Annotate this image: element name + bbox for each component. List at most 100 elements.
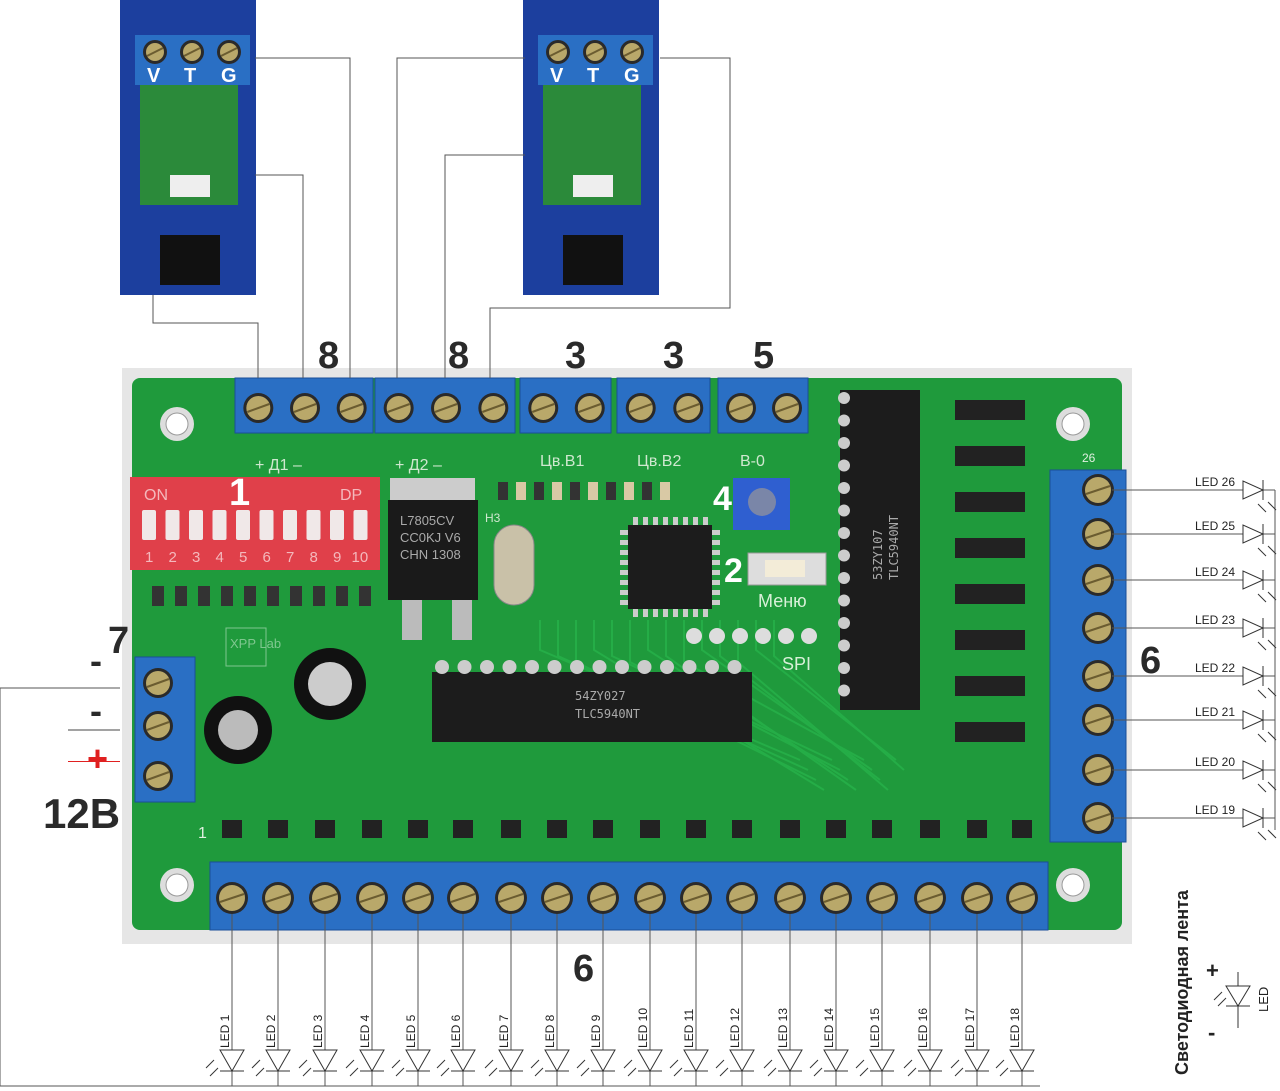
light-arrow-icon xyxy=(855,1059,865,1069)
sensor-terminal-screw-slot xyxy=(623,47,641,57)
xpp-logo-text: XPP Lab xyxy=(230,636,281,651)
mcu-pin xyxy=(712,560,720,565)
right-led-diode-icon xyxy=(1242,808,1265,828)
light-arrow-icon xyxy=(1257,547,1267,557)
bottom-terminal-screw-slot xyxy=(498,893,524,903)
bottom-terminal-screw-slot xyxy=(683,893,709,903)
chip-bottom-marking: 54ZY027 xyxy=(575,689,626,703)
dip-number: 8 xyxy=(310,549,318,566)
legend-title: Светодиодная лента xyxy=(1172,889,1192,1075)
light-arrow-icon xyxy=(436,1059,446,1069)
light-arrow-icon xyxy=(302,1067,312,1077)
bottom-led-label-group: LED 11 xyxy=(682,1009,696,1048)
dip-dp-label: DP xyxy=(340,487,362,504)
right-led-label: LED 21 xyxy=(1195,705,1235,719)
bottom-terminal-screw-slot xyxy=(450,893,476,903)
right-led-label: LED 19 xyxy=(1195,803,1235,817)
bottom-terminal-screw-slot xyxy=(1009,893,1035,903)
pcb-trace xyxy=(683,620,865,761)
light-arrow-icon xyxy=(349,1067,359,1077)
bottom-led-diode-icon xyxy=(590,1049,616,1073)
silk-spi: SPI xyxy=(782,654,811,674)
chip-pin xyxy=(838,392,850,404)
menu-button[interactable] xyxy=(747,552,827,586)
tlc5940-bottom xyxy=(432,672,752,742)
spi-pin xyxy=(732,628,748,644)
callout-d1: 8 xyxy=(318,335,340,377)
terminal-screw-slot xyxy=(387,403,411,413)
mounting-hole-inner xyxy=(1061,412,1085,436)
silk-pin1: 1 xyxy=(198,825,207,842)
bottom-terminal-screw-slot xyxy=(590,893,616,903)
right-terminal-screw-slot xyxy=(1085,813,1111,823)
chip-pin xyxy=(838,662,850,674)
chip-pin xyxy=(570,660,584,674)
light-arrow-icon xyxy=(1267,731,1277,741)
mcu-pin xyxy=(620,600,628,605)
mosfet-transistor xyxy=(872,820,892,838)
chip-pin xyxy=(838,414,850,427)
mcu-pin xyxy=(653,517,658,525)
spi-pin xyxy=(755,628,771,644)
terminal-screw-slot xyxy=(434,403,458,413)
spi-pin xyxy=(801,628,817,644)
bottom-led-diode-icon xyxy=(917,1049,943,1073)
bottom-led-diode-icon xyxy=(359,1049,385,1073)
light-arrow-icon xyxy=(1257,503,1267,513)
ground-bus-wire xyxy=(0,688,1040,1087)
legend-minus: - xyxy=(1208,1020,1215,1045)
terminal-screw-slot xyxy=(293,403,317,413)
light-arrow-icon xyxy=(763,1059,773,1069)
light-arrow-icon xyxy=(251,1059,261,1069)
bottom-terminal-screw-slot xyxy=(544,893,570,903)
mosfet-transistor xyxy=(955,630,1025,650)
pcb-trace xyxy=(773,620,905,771)
light-arrow-icon xyxy=(950,1059,960,1069)
dip-number: 5 xyxy=(239,549,247,566)
right-led-label: LED 22 xyxy=(1195,661,1235,675)
bottom-led-label-group: LED 7 xyxy=(497,1014,511,1048)
mosfet-transistor xyxy=(686,820,706,838)
bottom-terminal-screw-slot xyxy=(359,893,385,903)
light-arrow-icon xyxy=(205,1059,215,1069)
mosfet-transistor xyxy=(362,820,382,838)
sensor-terminal-screw-slot xyxy=(146,47,164,57)
terminal-screw-slot xyxy=(481,403,505,413)
callout-pot: 4 xyxy=(713,480,732,518)
power-plus: + xyxy=(87,738,109,779)
sensor1-wire-t xyxy=(255,174,304,378)
bottom-terminal-screw-slot xyxy=(729,893,755,903)
sensor-terminal-label: T xyxy=(184,65,196,87)
light-arrow-icon xyxy=(809,1059,819,1069)
smd-component xyxy=(516,482,526,500)
right-terminal-screw-slot xyxy=(1085,715,1111,725)
right-led-label: LED 20 xyxy=(1195,755,1235,769)
mcu-pin xyxy=(693,517,698,525)
mounting-hole-inner xyxy=(1061,873,1085,897)
right-led-label: LED 26 xyxy=(1195,475,1235,489)
smd-component xyxy=(552,482,562,500)
bottom-led-label-group: LED 5 xyxy=(404,1014,418,1048)
silk-cv2: Цв.В2 xyxy=(637,453,681,470)
callout-power: 7 xyxy=(108,620,130,662)
dip-toggle-9 xyxy=(330,510,344,540)
bottom-led-label-group: LED 16 xyxy=(916,1008,930,1048)
mosfet-transistor xyxy=(955,446,1025,466)
chip-pin xyxy=(435,660,449,674)
chip-pin xyxy=(525,660,539,674)
chip-pin xyxy=(727,660,742,674)
right-led-label: LED 24 xyxy=(1195,565,1235,579)
light-arrow-icon xyxy=(1267,781,1277,791)
bottom-led-label: LED 1 xyxy=(218,1014,232,1048)
mcu-pin xyxy=(703,517,708,525)
power-minus-top: - xyxy=(90,640,102,681)
mcu-pin xyxy=(633,609,638,617)
smd-component xyxy=(660,482,670,500)
bottom-led-diode-icon xyxy=(265,1049,291,1073)
sensor2-wire-t xyxy=(444,154,525,378)
power-terminal-screw-slot xyxy=(146,678,170,688)
sensor-terminal-label: T xyxy=(587,65,599,87)
silk-pin26: 26 xyxy=(1082,451,1096,465)
bottom-led-label: LED 7 xyxy=(497,1014,511,1048)
